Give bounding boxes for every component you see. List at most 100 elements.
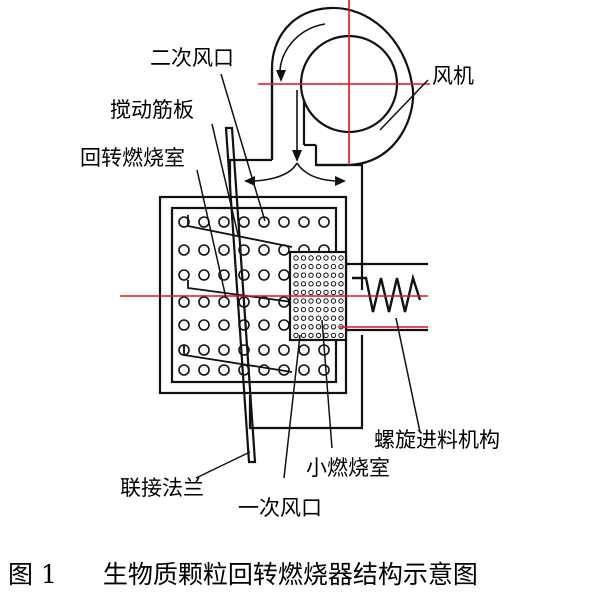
small-air-hole [338, 281, 344, 287]
small-air-hole [308, 281, 314, 287]
air-hole [258, 319, 270, 331]
small-air-hole [293, 324, 299, 330]
small-air-hole [315, 315, 322, 321]
fan-flow-arrow-path [279, 23, 326, 71]
stirring-rib-lower [183, 345, 293, 373]
small-air-hole [330, 306, 337, 313]
small-air-hole [300, 315, 307, 321]
label-screw-feeder: 螺旋进料机构 [374, 428, 500, 452]
stirring-rib-upper [187, 215, 293, 248]
small-air-hole [315, 272, 322, 278]
air-hole [198, 244, 210, 256]
air-hole [258, 269, 270, 281]
leader-fan [379, 79, 429, 131]
leader-secondary-air [220, 73, 266, 222]
air-hole-grid [178, 216, 330, 376]
small-air-hole [293, 255, 299, 261]
air-hole [198, 269, 210, 281]
leader-flange [195, 451, 251, 479]
small-air-hole [330, 263, 337, 270]
air-hole [218, 216, 230, 228]
small-air-hole [300, 289, 307, 296]
small-air-hole [315, 332, 322, 339]
air-hole [258, 296, 270, 308]
air-hole [198, 319, 210, 331]
stirring-rib-middle [187, 280, 293, 303]
air-hole [218, 244, 230, 256]
air-hole [178, 216, 190, 228]
small-air-hole [323, 255, 329, 261]
small-air-hole [308, 298, 314, 304]
small-air-hole [300, 298, 307, 304]
air-hole [298, 344, 310, 356]
label-flange: 联接法兰 [120, 476, 204, 500]
small-air-hole [323, 289, 329, 296]
small-air-hole [338, 315, 344, 321]
label-rotary-chamber: 回转燃烧室 [80, 146, 185, 170]
small-air-hole [338, 255, 344, 261]
small-air-hole [315, 324, 322, 330]
duct-flow-arrowhead [292, 150, 302, 162]
air-hole [178, 269, 190, 281]
small-air-hole [293, 306, 299, 313]
small-air-hole [293, 315, 299, 321]
center-lines [120, 0, 430, 328]
connecting-flange [224, 126, 257, 464]
air-hole [278, 319, 290, 331]
small-air-hole [308, 272, 314, 278]
air-duct [270, 68, 316, 160]
small-air-hole [293, 281, 299, 287]
stirring-ribs [183, 215, 293, 373]
small-air-hole [300, 263, 307, 270]
label-primary-air-inlet: 一次风口 [238, 496, 322, 520]
air-hole [178, 364, 190, 376]
small-air-hole [330, 272, 337, 278]
small-air-hole [308, 255, 314, 261]
label-small-chamber: 小燃烧室 [306, 456, 390, 480]
air-hole [318, 216, 330, 228]
small-air-hole [315, 289, 322, 296]
small-air-hole [323, 332, 329, 339]
air-hole [198, 364, 210, 376]
small-air-hole [315, 281, 322, 287]
small-air-hole [338, 332, 344, 339]
small-air-hole [300, 324, 307, 330]
small-air-hole [315, 255, 322, 261]
small-air-hole [338, 306, 344, 313]
figure-number: 图 1 [8, 560, 57, 589]
leader-stirring-rib [211, 123, 239, 236]
fan-flow-arrowhead [276, 70, 286, 82]
small-air-hole [330, 298, 337, 304]
small-air-hole [330, 255, 337, 261]
small-air-hole [323, 281, 329, 287]
fan-housing [270, 6, 415, 167]
air-hole [278, 269, 290, 281]
small-air-hole [300, 281, 307, 287]
small-air-hole [323, 306, 329, 313]
small-air-hole [315, 306, 322, 313]
air-hole [178, 319, 190, 331]
small-air-hole [323, 298, 329, 304]
air-hole [258, 344, 270, 356]
small-air-hole [293, 272, 299, 278]
small-air-hole [300, 272, 307, 278]
label-fan: 风机 [432, 64, 474, 88]
air-hole [218, 296, 230, 308]
small-air-hole [300, 255, 307, 261]
small-air-hole [293, 298, 299, 304]
screw-spiral [352, 273, 422, 313]
label-stirring-rib: 搅动筋板 [110, 98, 194, 122]
small-air-hole [308, 324, 314, 330]
small-chamber-hole-grid [293, 255, 344, 339]
air-hole [238, 269, 250, 281]
air-hole [258, 244, 270, 256]
small-air-hole [308, 263, 314, 270]
fan-outer-spiral [270, 6, 415, 167]
leader-screw-feeder [395, 317, 421, 433]
air-hole [238, 216, 250, 228]
small-air-hole [330, 289, 337, 296]
air-hole [198, 344, 210, 356]
air-hole [318, 364, 330, 376]
